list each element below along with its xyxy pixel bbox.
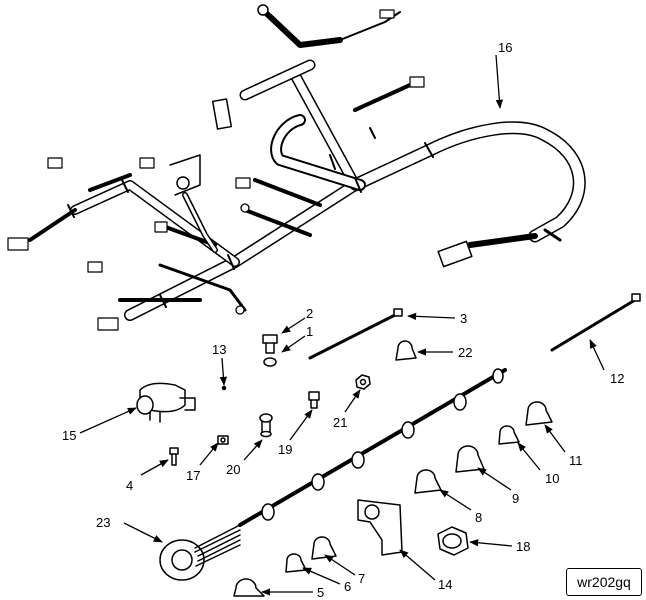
- fastener-20: [259, 413, 273, 438]
- callout-2: 2: [306, 306, 313, 321]
- fastener-19: [308, 391, 320, 409]
- callout-16: 16: [498, 40, 512, 55]
- cable-tie-12: [550, 298, 637, 352]
- callout-19: 19: [278, 442, 292, 457]
- reference-code-label: wr202gq: [566, 568, 642, 596]
- grommet-harness-23: [159, 368, 507, 581]
- clip-10: [498, 425, 520, 445]
- clip-6: [285, 553, 307, 573]
- clip-5: [233, 578, 265, 597]
- callout-3: 3: [460, 311, 467, 326]
- callout-8: 8: [475, 510, 482, 525]
- callout-12: 12: [610, 371, 624, 386]
- clip-11: [525, 401, 553, 426]
- callout-18: 18: [516, 539, 530, 554]
- callout-14: 14: [438, 577, 452, 592]
- main-wiring-harness: [7, 4, 586, 331]
- screw-4: [169, 447, 179, 466]
- clip-7: [311, 536, 337, 560]
- callout-7: 7: [358, 571, 365, 586]
- harness-loop: [348, 121, 586, 243]
- clip-9: [455, 445, 485, 473]
- callout-5: 5: [317, 585, 324, 600]
- nut-21: [355, 374, 371, 390]
- grommet-18: [437, 526, 469, 556]
- callout-6: 6: [344, 579, 351, 594]
- callout-22: 22: [458, 345, 472, 360]
- callout-21: 21: [333, 415, 347, 430]
- callout-20: 20: [226, 462, 240, 477]
- washer-1: [263, 357, 277, 367]
- clip-22: [395, 340, 417, 361]
- fastener-17: [217, 435, 229, 445]
- callout-9: 9: [512, 491, 519, 506]
- callout-10: 10: [545, 471, 559, 486]
- clip-8: [414, 469, 442, 494]
- cable-tie-3: [308, 313, 397, 360]
- relay-holder-15: [136, 382, 196, 423]
- callout-17: 17: [186, 468, 200, 483]
- callout-labels: 16 2 1 3 22 12 13 15 21 19 20 17 4 11 10…: [62, 40, 624, 600]
- callout-13: 13: [212, 342, 226, 357]
- leader-lines: [79, 54, 605, 596]
- callout-11: 11: [569, 453, 583, 468]
- callout-15: 15: [62, 428, 76, 443]
- callout-4: 4: [126, 478, 133, 493]
- bolt-2: [262, 334, 278, 354]
- bracket-14: [357, 499, 403, 556]
- callout-23: 23: [96, 515, 110, 530]
- callout-1: 1: [306, 324, 313, 339]
